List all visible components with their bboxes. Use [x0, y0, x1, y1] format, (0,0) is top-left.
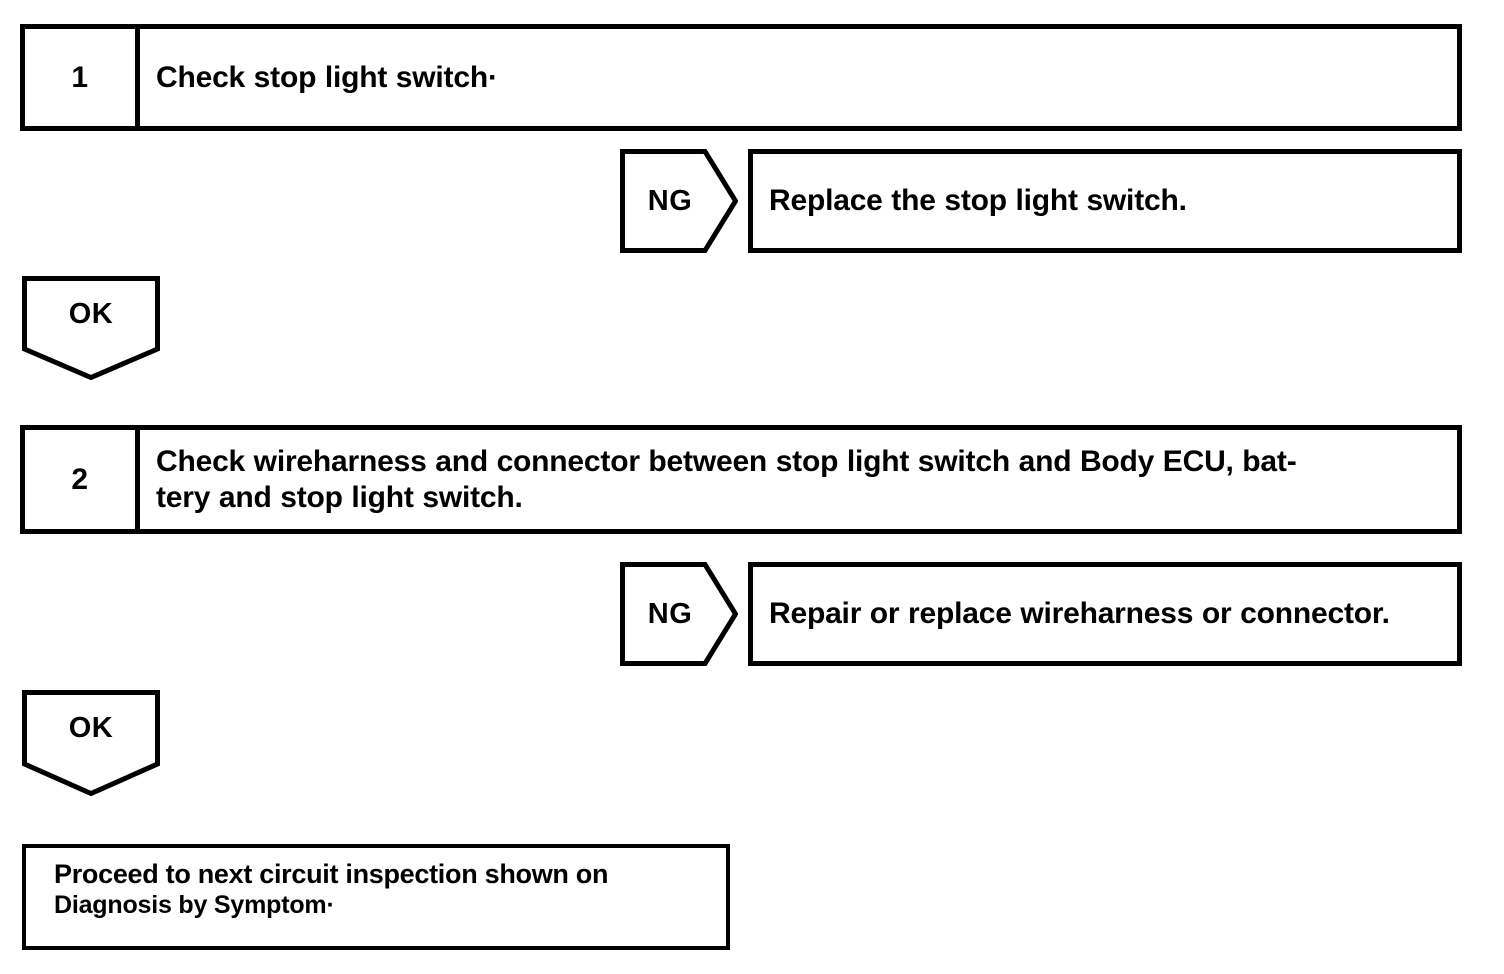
ok-arrow-2: OK [22, 690, 160, 796]
step-1-text: Check stop light switch· [156, 60, 498, 94]
terminal-text-line-2: Diagnosis by Symptom· [54, 891, 335, 920]
ng-arrow-1-label: NG [647, 184, 693, 217]
step-1-number: 1 [25, 29, 140, 126]
step-2-box: 2 Check wireharness and connector betwee… [20, 425, 1462, 534]
step-1-box: 1 Check stop light switch· [20, 24, 1462, 131]
ng-result-box-2: Repair or replace wireharness or connect… [748, 562, 1462, 666]
ng-result-2-text: Repair or replace wireharness or connect… [769, 597, 1390, 630]
step-2-number: 2 [25, 430, 140, 529]
ng-result-1-text: Replace the stop light switch. [769, 184, 1187, 217]
ng-arrow-2: NG [620, 562, 738, 666]
ok-arrow-1-label: OK [68, 297, 114, 330]
step-2-text-line-1: Check wireharness and connector between … [156, 445, 1297, 479]
ng-arrow-1: NG [620, 149, 738, 253]
terminal-box: Proceed to next circuit inspection shown… [22, 844, 730, 950]
terminal-text-line-1: Proceed to next circuit inspection shown… [54, 859, 609, 889]
ng-result-box-1: Replace the stop light switch. [748, 149, 1462, 253]
ok-arrow-1: OK [22, 276, 160, 380]
ok-arrow-2-label: OK [68, 711, 114, 744]
ng-arrow-2-label: NG [647, 597, 693, 630]
step-2-text-line-2: tery and stop light switch. [156, 480, 523, 514]
step-2-text: Check wireharness and connector between … [140, 430, 1457, 529]
